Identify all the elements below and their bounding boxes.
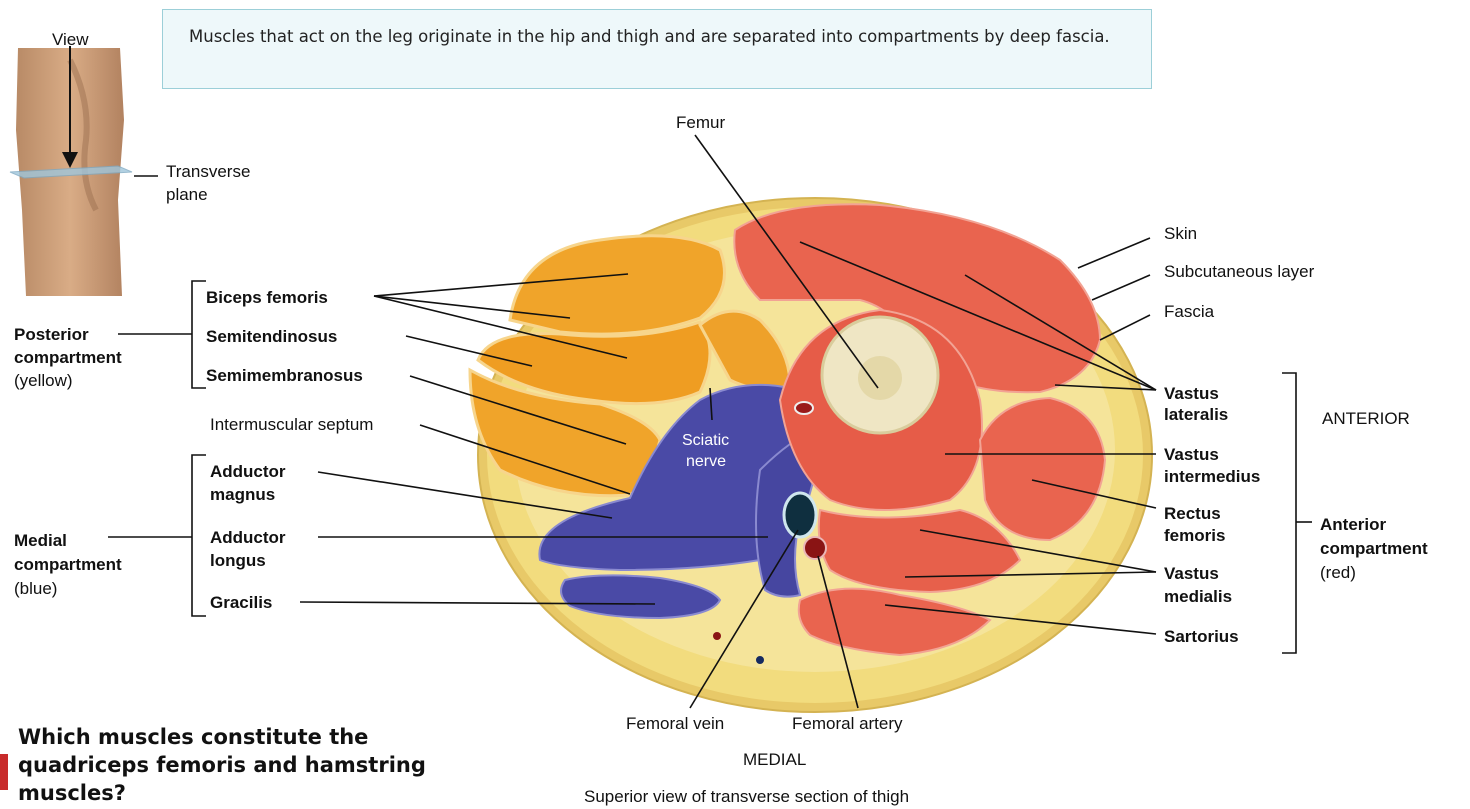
label-femoral-artery: Femoral artery bbox=[792, 713, 903, 734]
label-semitendinosus: Semitendinosus bbox=[206, 326, 337, 347]
label-sciatic-2: nerve bbox=[686, 451, 726, 472]
label-anterior-side: ANTERIOR bbox=[1322, 408, 1410, 429]
label-anterior-comp-2: compartment bbox=[1320, 538, 1428, 559]
sciatic-nerve-vessel bbox=[795, 402, 813, 414]
label-medial-side: MEDIAL bbox=[743, 749, 806, 770]
label-femoral-vein: Femoral vein bbox=[626, 713, 724, 734]
label-semimembranosus: Semimembranosus bbox=[206, 365, 363, 386]
small-vessel-1 bbox=[713, 632, 721, 640]
label-vastus-lateralis-2: lateralis bbox=[1164, 404, 1228, 425]
label-vastus-medialis-1: Vastus bbox=[1164, 563, 1219, 584]
label-adductor-longus-1: Adductor bbox=[210, 527, 286, 548]
label-femur: Femur bbox=[676, 112, 725, 133]
label-vastus-intermedius-2: intermedius bbox=[1164, 466, 1260, 487]
femoral-vein-vessel bbox=[784, 493, 816, 537]
label-medial-comp-1: Medial bbox=[14, 530, 67, 551]
review-question: Which muscles constitute the quadriceps … bbox=[18, 723, 438, 807]
label-posterior-comp-3: (yellow) bbox=[14, 370, 73, 391]
label-skin: Skin bbox=[1164, 223, 1197, 244]
label-posterior-comp-2: compartment bbox=[14, 347, 122, 368]
label-subcutaneous: Subcutaneous layer bbox=[1164, 261, 1314, 282]
label-posterior-comp-1: Posterior bbox=[14, 324, 89, 345]
label-biceps-femoris: Biceps femoris bbox=[206, 287, 328, 308]
label-adductor-magnus-2: magnus bbox=[210, 484, 275, 505]
label-medial-comp-3: (blue) bbox=[14, 578, 57, 599]
label-vastus-medialis-2: medialis bbox=[1164, 586, 1232, 607]
vastus-medialis-muscle bbox=[819, 510, 1020, 592]
femoral-artery-vessel bbox=[804, 537, 826, 559]
label-intermuscular-septum: Intermuscular septum bbox=[210, 414, 373, 435]
label-sartorius: Sartorius bbox=[1164, 626, 1239, 647]
femur-marrow bbox=[858, 356, 902, 400]
label-rectus-femoris-1: Rectus bbox=[1164, 503, 1221, 524]
figure-caption: Superior view of transverse section of t… bbox=[584, 786, 909, 807]
label-vastus-lateralis-1: Vastus bbox=[1164, 383, 1219, 404]
biceps-femoris-muscle bbox=[510, 236, 725, 334]
label-adductor-magnus-1: Adductor bbox=[210, 461, 286, 482]
small-vessel-2 bbox=[756, 656, 764, 664]
label-gracilis: Gracilis bbox=[210, 592, 272, 613]
label-rectus-femoris-2: femoris bbox=[1164, 525, 1225, 546]
label-anterior-comp-3: (red) bbox=[1320, 562, 1356, 583]
label-medial-comp-2: compartment bbox=[14, 554, 122, 575]
question-marker bbox=[0, 754, 8, 790]
label-anterior-comp-1: Anterior bbox=[1320, 514, 1386, 535]
label-fascia: Fascia bbox=[1164, 301, 1214, 322]
label-adductor-longus-2: longus bbox=[210, 550, 266, 571]
label-vastus-intermedius-1: Vastus bbox=[1164, 444, 1219, 465]
label-sciatic-1: Sciatic bbox=[682, 430, 729, 451]
